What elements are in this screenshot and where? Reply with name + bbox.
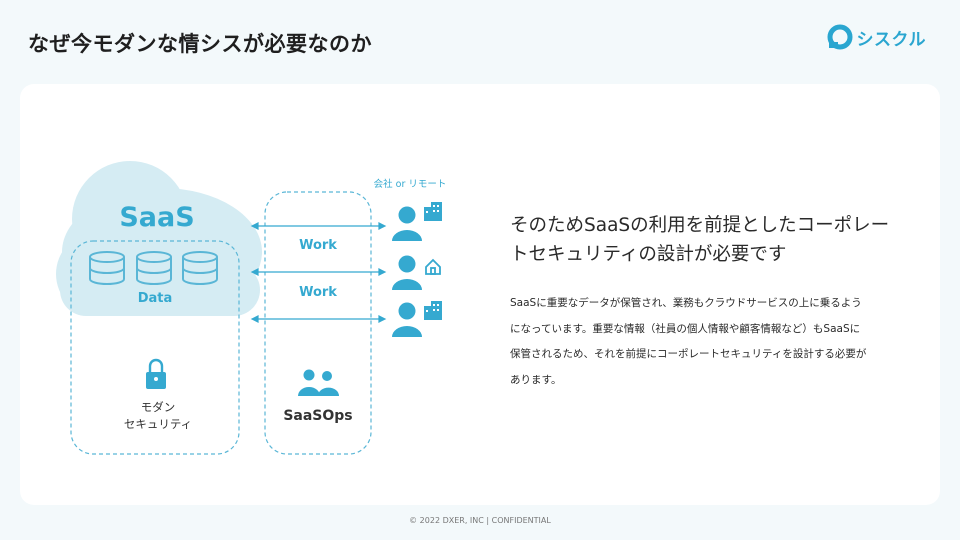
database-icon (89, 251, 125, 286)
database-icon (136, 251, 172, 286)
content-card: SaaS Data モダン セキュリティ Work Work SaaSOps 会… (20, 84, 940, 505)
user-icon (392, 255, 422, 290)
database-icon (182, 251, 218, 286)
data-label: Data (137, 291, 173, 306)
user-icon (392, 206, 422, 241)
saasops-dashed-frame (264, 191, 372, 455)
saas-diagram: SaaS Data モダン セキュリティ Work Work SaaSOps 会… (20, 84, 500, 505)
saasops-label: SaaSOps (283, 408, 353, 424)
office-or-remote-label: 会社 or リモート (373, 179, 447, 190)
saas-dashed-frame (70, 240, 240, 455)
building-icon (424, 202, 442, 221)
body-line: SaaSに重要なデータが保管され、業務もクラウドサービスの上に乗るよう (510, 297, 862, 309)
heading-line: そのためSaaSの利用を前提としたコーポレー (510, 215, 890, 236)
home-icon (425, 258, 441, 275)
section-heading: そのためSaaSの利用を前提としたコーポレー トセキュリティの設計が必要です (510, 211, 920, 269)
modern-security-label: モダン セキュリティ (108, 399, 208, 433)
shiscul-logo-icon (827, 24, 852, 50)
work-arrow (250, 315, 387, 323)
heading-line: トセキュリティの設計が必要です (510, 244, 787, 265)
building-icon (424, 301, 442, 320)
team-icon (298, 369, 339, 396)
modern-security-line: セキュリティ (123, 417, 193, 431)
slide-title: なぜ今モダンな情シスが必要なのか (28, 32, 372, 56)
logo: シスクル (827, 24, 927, 50)
work-arrow (250, 268, 387, 276)
modern-security-line: モダン (140, 400, 176, 414)
user-icon (392, 302, 422, 337)
body-line: あります。 (510, 373, 562, 386)
work-label: Work (299, 238, 337, 253)
lock-icon (146, 358, 166, 389)
body-line: 保管されるため、それを前提にコーポレートセキュリティを設計する必要が (510, 348, 867, 360)
logo-text: シスクル (856, 29, 926, 50)
confidential-footer: © 2022 DXER, INC | CONFIDENTIAL (409, 516, 551, 525)
body-paragraph: SaaSに重要なデータが保管され、業務もクラウドサービスの上に乗るよう になって… (510, 291, 920, 393)
work-arrow (250, 222, 387, 230)
saas-cloud-label: SaaS (119, 202, 195, 233)
work-label: Work (299, 285, 337, 300)
body-line: になっています。重要な情報（社員の個人情報や顧客情報など）もSaaSに (510, 322, 861, 335)
